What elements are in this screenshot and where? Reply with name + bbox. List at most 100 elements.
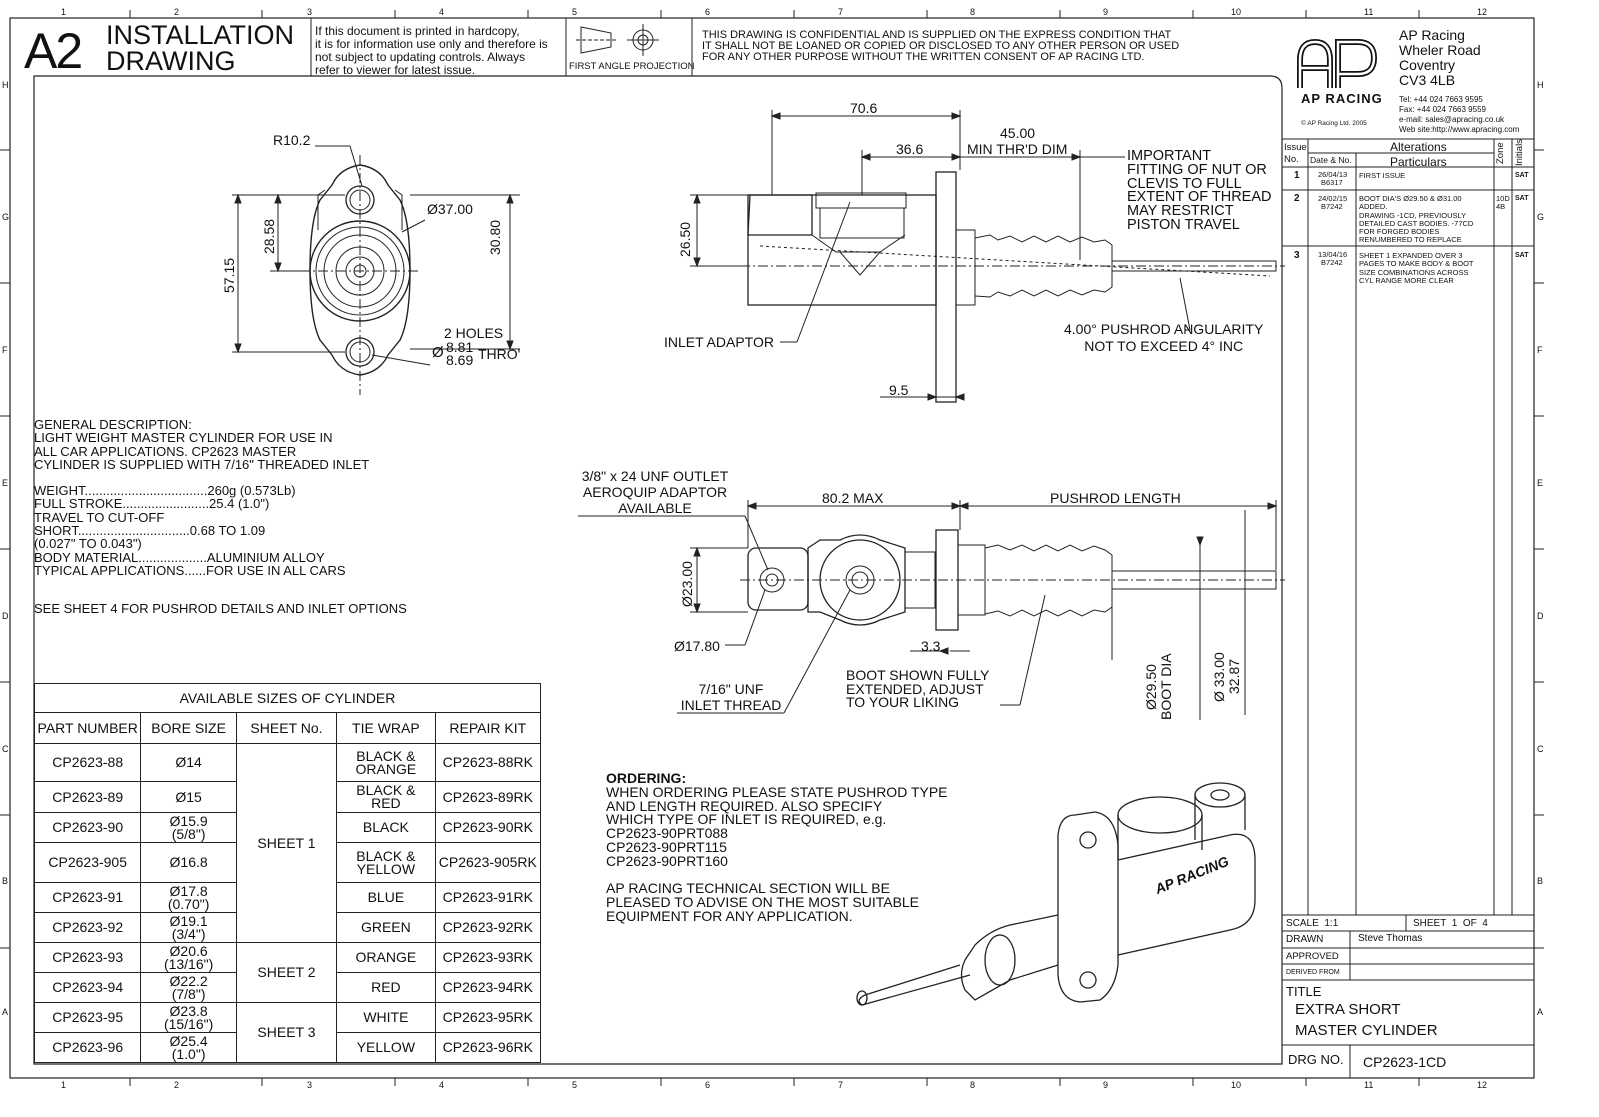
dim-r102: R10.2: [273, 132, 311, 148]
alt-date: 13/04/16: [1318, 250, 1348, 259]
part-cell: CP2623-96: [33, 1032, 142, 1063]
alt-initials: SAT: [1515, 172, 1529, 179]
bore-cell: Ø15.9(5/8"): [140, 812, 237, 843]
table-row: CP2623-905 Ø16.8 BLACK &YELLOW CP2623-90…: [33, 842, 542, 883]
part-cell: CP2623-95: [33, 1002, 142, 1033]
ordering-line: EQUIPMENT FOR ANY APPLICATION.: [606, 907, 853, 924]
website[interactable]: Web site:http://www.apracing.com: [1399, 125, 1520, 134]
bore-line: Ø25.4: [169, 1032, 208, 1049]
holes-d1: 8.81: [446, 339, 474, 355]
dim-3080: 30.80: [487, 219, 503, 255]
tie-cell: BLACK: [336, 812, 436, 843]
grid-col: 11: [1364, 1080, 1374, 1090]
pushrod-length-label: PUSHROD LENGTH: [1050, 490, 1181, 506]
grid-col: 4: [439, 1080, 445, 1090]
inlet-adaptor-label: INLET ADAPTOR: [664, 334, 774, 350]
bore-cell: Ø16.8: [140, 842, 237, 883]
grid-row: H: [1537, 80, 1544, 90]
pushrod-angularity-note: 4.00° PUSHROD ANGULARITY NOT TO EXCEED 4…: [1064, 321, 1263, 354]
grid-row: G: [2, 212, 10, 222]
desc-line: GENERAL DESCRIPTION:: [34, 417, 192, 432]
alt-ref: B7242: [1321, 202, 1343, 211]
kit-cell: CP2623-92RK: [434, 912, 542, 943]
tie-cell: WHITE: [336, 1002, 436, 1033]
tie-cell: YELLOW: [336, 1032, 436, 1063]
part-cell: CP2623-94: [33, 972, 142, 1003]
alt-line: SIZE COMBINATIONS ACROSS: [1359, 267, 1469, 277]
grid-col: 2: [174, 1080, 180, 1090]
alt-particulars: BOOT DIA'S Ø29.50 & Ø31.00 ADDED. DRAWIN…: [1359, 194, 1473, 245]
drawn-value: Steve Thomas: [1358, 933, 1423, 944]
header-kit: REPAIR KIT: [434, 712, 542, 744]
confidential-line: IT SHALL NOT BE LOANED OR COPIED OR DISC…: [702, 40, 1180, 52]
ordering-line: PLEASED TO ADVISE ON THE MOST SUITABLE: [606, 894, 920, 911]
kit-cell: CP2623-91RK: [434, 882, 542, 913]
desc-line: TRAVEL TO CUT-OFF: [34, 509, 165, 525]
alterations-header: Alterations: [1390, 140, 1447, 154]
tie-line: YELLOW: [356, 1039, 416, 1055]
grid-row: F: [2, 345, 8, 355]
part-cell: CP2623-905: [33, 842, 142, 883]
address-line: CV3 4LB: [1399, 72, 1456, 88]
note-line: MAY RESTRICT: [1127, 203, 1234, 220]
dim-2300: Ø23.00: [679, 561, 695, 607]
dim-2950: Ø29.50: [1143, 664, 1159, 710]
email[interactable]: e-mail: sales@apracing.co.uk: [1399, 115, 1505, 124]
note-line: BOOT SHOWN FULLY: [846, 667, 990, 683]
derived-label: DERIVED FROM: [1286, 969, 1340, 976]
bore-cell: Ø15: [140, 781, 237, 813]
grid-row: E: [1537, 478, 1544, 488]
tie-line: WHITE: [363, 1009, 409, 1025]
kit-cell: CP2623-89RK: [434, 781, 542, 813]
approved-label: APPROVED: [1286, 951, 1339, 962]
tie-line: RED: [371, 795, 401, 811]
note-line: PISTON TRAVEL: [1127, 216, 1240, 233]
sheet-cell: SHEET 3: [235, 1002, 338, 1063]
dim-33: 3.3: [921, 638, 941, 654]
no-header: No.: [1284, 154, 1299, 165]
grid-row: B: [2, 876, 9, 886]
alt-line: FOR FORGED BODIES: [1359, 227, 1440, 237]
ordering-heading: ORDERING:: [606, 770, 687, 786]
title-line-2: MASTER CYLINDER: [1295, 1022, 1438, 1039]
table-row: CP2623-92 Ø19.1(3/4") GREEN CP2623-92RK: [33, 912, 542, 943]
tie-line: ORANGE: [355, 949, 417, 965]
kit-cell: CP2623-95RK: [434, 1002, 542, 1033]
tie-line: BLACK &: [356, 847, 416, 864]
grid-row: A: [1537, 1007, 1544, 1017]
grid-col: 5: [572, 7, 578, 17]
dim-5715: 57.15: [221, 257, 237, 293]
tie-line: GREEN: [360, 919, 411, 935]
table-row: CP2623-90 Ø15.9(5/8") BLACK CP2623-90RK: [33, 812, 542, 843]
note-line: AEROQUIP ADAPTOR: [582, 484, 728, 500]
copyright: © AP Racing Ltd. 2005: [1301, 120, 1367, 127]
issue-header: Issue: [1284, 142, 1307, 153]
note-line: 7/16" UNF: [698, 681, 764, 697]
grid-row: C: [2, 744, 9, 754]
grid-col: 4: [439, 7, 445, 17]
grid-col: 8: [970, 1080, 976, 1090]
company-address: AP Racing Wheler Road Coventry CV3 4LB: [1399, 28, 1481, 88]
grid-col: 9: [1103, 1080, 1109, 1090]
bore-cell: Ø17.8(0.70"): [140, 882, 237, 913]
bore-line: (0.70"): [167, 895, 210, 912]
sheet-note: SEE SHEET 4 FOR PUSHROD DETAILS AND INLE…: [34, 601, 407, 616]
alt-particulars: SHEET 1 EXPANDED OVER 3 PAGES TO MAKE BO…: [1359, 251, 1473, 285]
alt-line: RENUMBERED TO REPLACE: [1359, 235, 1462, 245]
kit-cell: CP2623-96RK: [434, 1032, 542, 1063]
tie-line: ORANGE: [355, 760, 417, 777]
sizes-table: AVAILABLE SIZES OF CYLINDER PART NUMBER …: [33, 683, 542, 1063]
dim-366: 36.6: [896, 141, 924, 157]
header-tie: TIE WRAP: [336, 712, 436, 744]
grid-col: 1: [61, 1080, 67, 1090]
alt-ref: B6317: [1321, 178, 1343, 187]
bore-line: (3/4"): [171, 925, 206, 942]
ordering-line: WHICH TYPE OF INLET IS REQUIRED, e.g.: [606, 811, 887, 828]
kit-cell: CP2623-94RK: [434, 972, 542, 1003]
drawn-label: DRAWN: [1286, 934, 1324, 945]
address-line: Coventry: [1399, 57, 1456, 73]
grid-row: C: [1537, 744, 1544, 754]
grid-col: 8: [970, 7, 976, 17]
grid-col: 2: [174, 7, 180, 17]
